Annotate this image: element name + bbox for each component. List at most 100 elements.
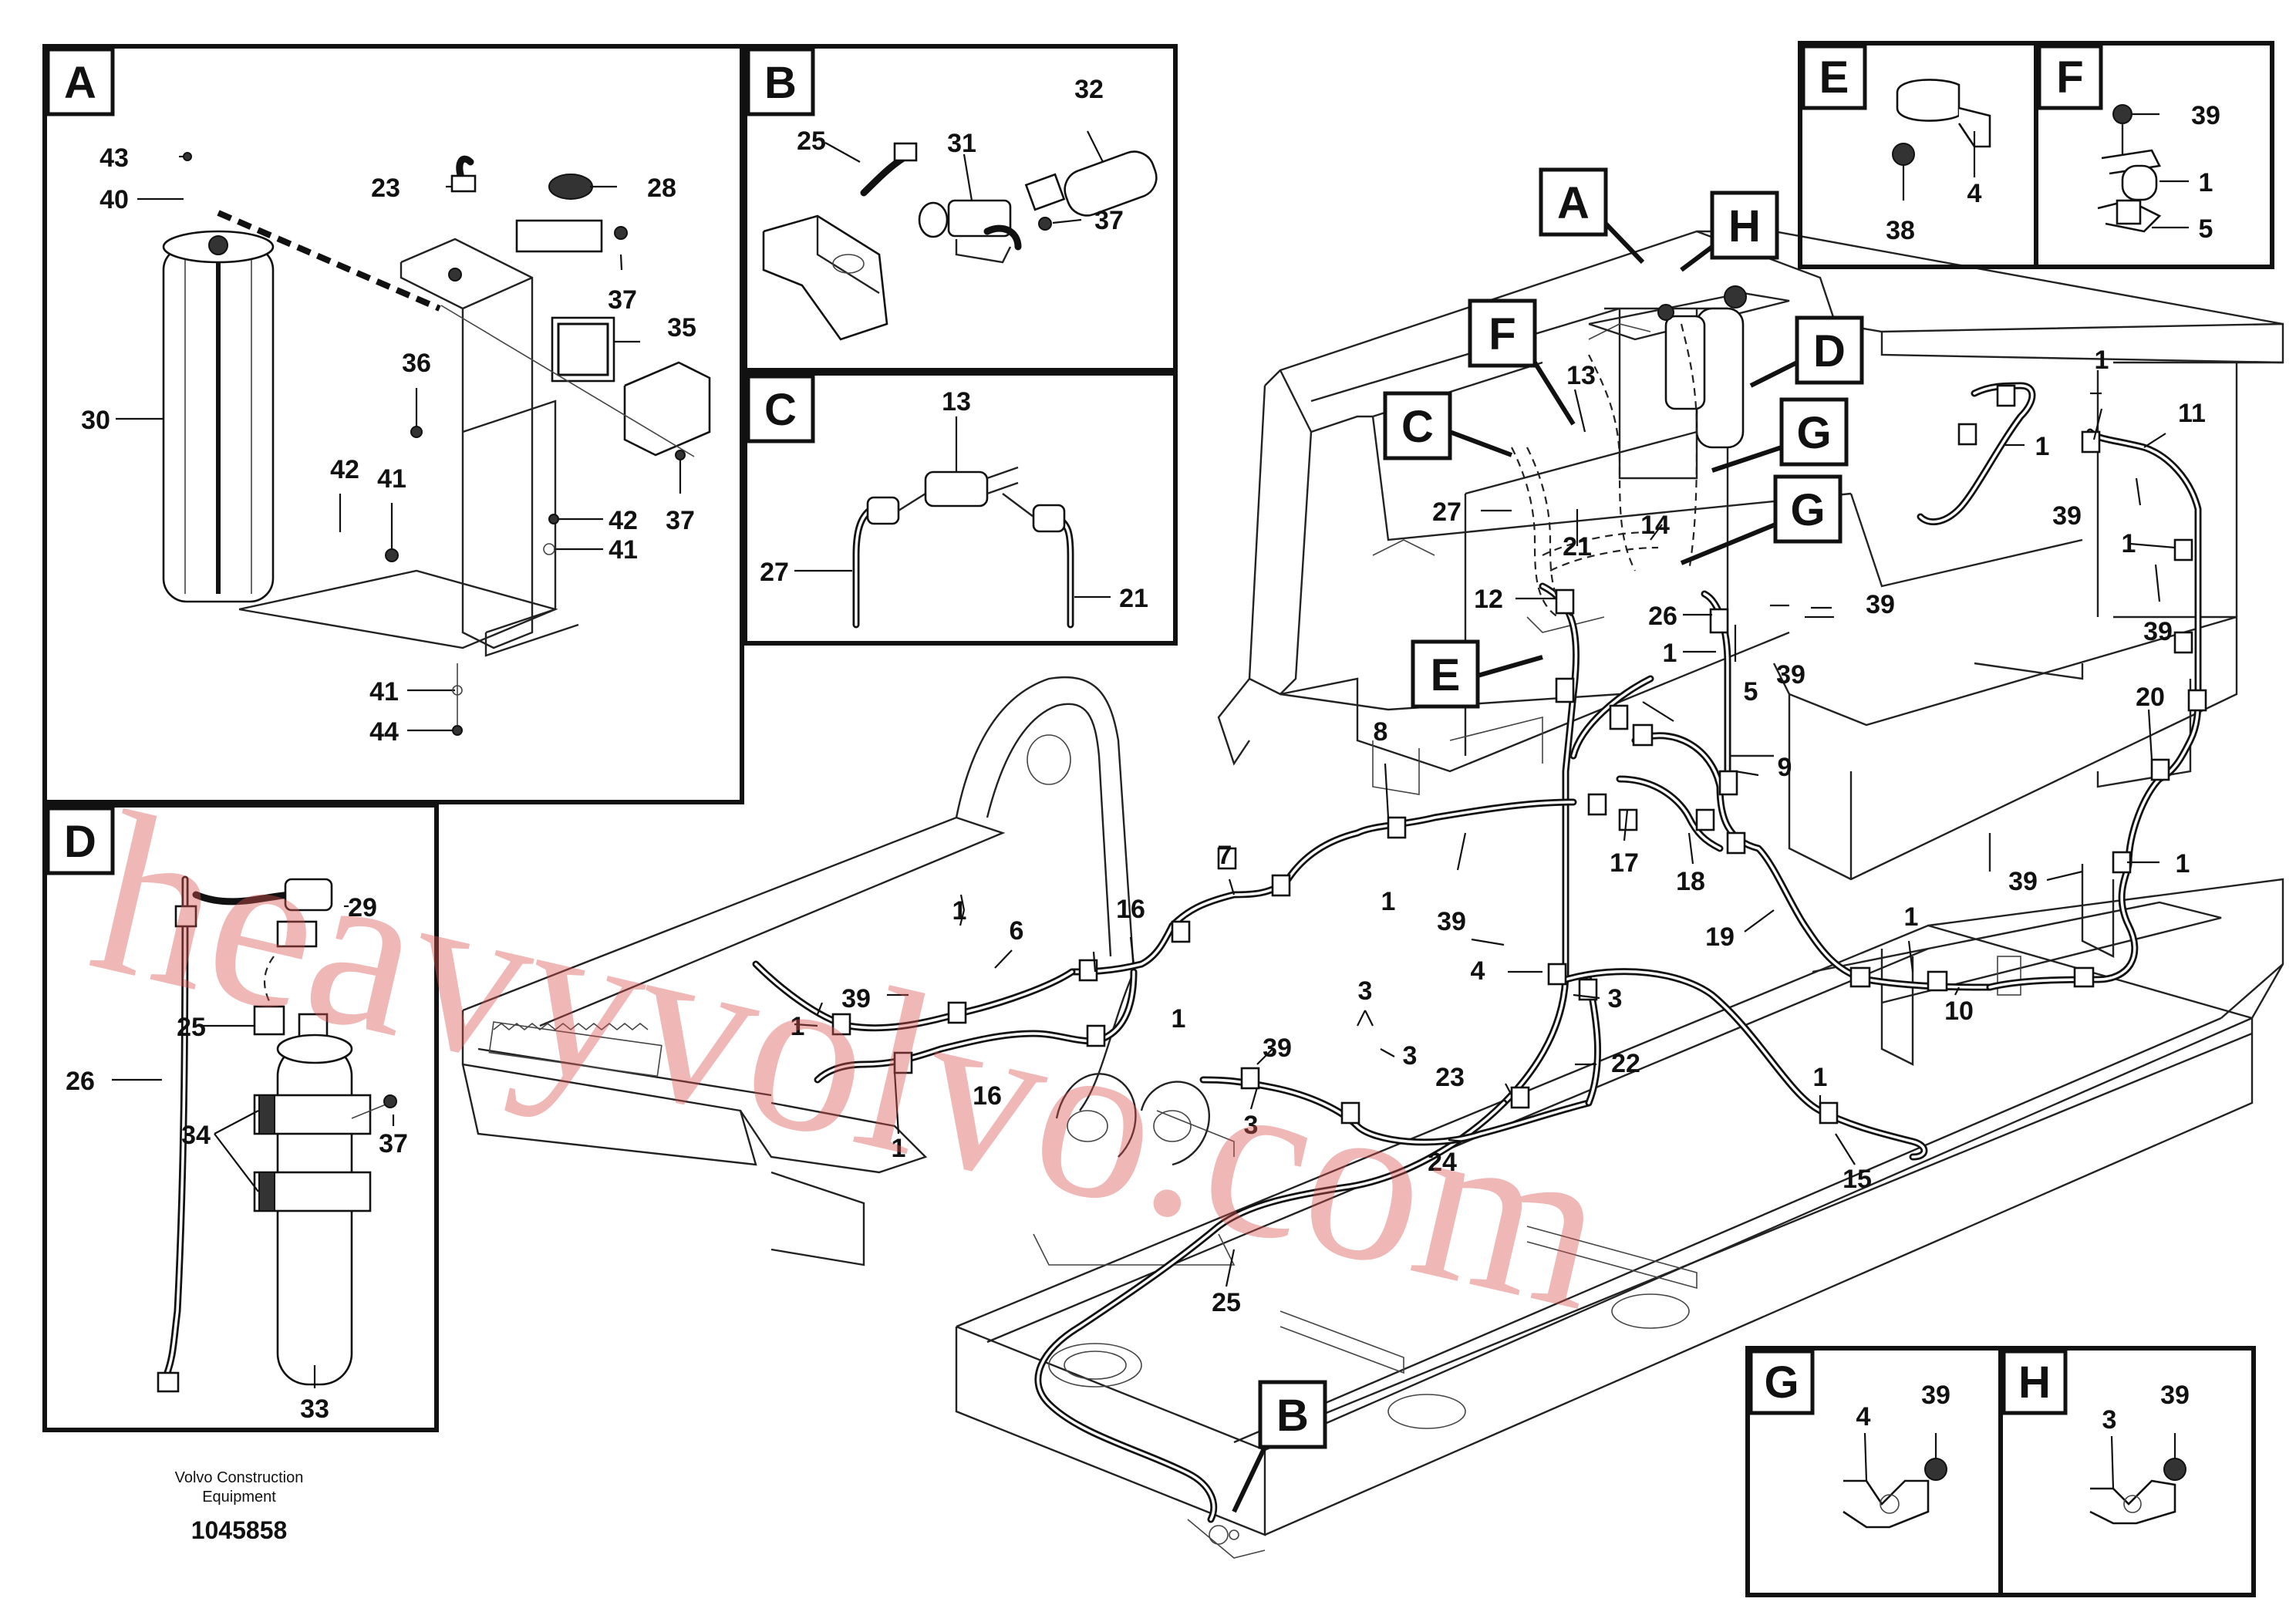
- part-label: 3: [1608, 984, 1623, 1013]
- part-label: 3: [1244, 1111, 1259, 1140]
- inset-g-letter: G: [1764, 1357, 1799, 1408]
- inset-d-label: 34: [181, 1121, 211, 1150]
- part-label: 14: [1640, 511, 1670, 540]
- inset-h-frame: [1998, 1346, 2256, 1597]
- inset-a-label: 37: [666, 506, 695, 535]
- inset-a-label: 41: [369, 677, 399, 706]
- svg-text:G: G: [1796, 408, 1831, 458]
- inset-b-label: 31: [947, 129, 976, 158]
- svg-text:H: H: [1728, 201, 1761, 251]
- callout-h: H: [1680, 191, 1779, 272]
- svg-text:E: E: [1431, 650, 1461, 700]
- part-label: 20: [2136, 683, 2165, 712]
- inset-h-label: 39: [2160, 1381, 2190, 1410]
- refrigerant-hoses: [752, 323, 2202, 1523]
- callout-c: C: [1383, 391, 1513, 460]
- inset-h-label: 3: [2102, 1405, 2117, 1435]
- part-label: 27: [1432, 497, 1462, 527]
- callout-g-lower: G: [1680, 474, 1843, 565]
- boom-bracket: [955, 676, 1211, 1166]
- callout-d: D: [1749, 315, 1864, 388]
- svg-text:A: A: [1557, 178, 1590, 228]
- callout-e: E: [1411, 639, 1543, 709]
- svg-text:D: D: [1813, 326, 1846, 376]
- part-label: 1: [1904, 902, 1919, 932]
- company-name-line1: Volvo Construction: [175, 1469, 304, 1486]
- inset-a-label: 28: [647, 174, 676, 203]
- inset-b-letter: B: [764, 58, 797, 108]
- footer: Volvo Construction Equipment 1045858: [175, 1469, 304, 1544]
- part-label: 16: [1116, 895, 1145, 924]
- inset-g: G 4 39: [1745, 1346, 2003, 1597]
- inset-h: H 3 39: [1998, 1346, 2256, 1597]
- inset-a-label: 42: [330, 455, 359, 484]
- inset-a-label: 40: [99, 185, 129, 214]
- part-label: 23: [1435, 1063, 1465, 1092]
- inset-b-frame: [743, 44, 1178, 373]
- inset-f-label: 5: [2199, 214, 2213, 244]
- main-callouts: A H F D C G G: [1232, 167, 1864, 1513]
- inset-e-letter: E: [1819, 52, 1849, 103]
- inset-d-label: 37: [379, 1129, 408, 1158]
- undercarriage-frame: [461, 816, 2284, 1559]
- inset-g-label: 4: [1856, 1402, 1871, 1431]
- inset-f-frame: [2034, 41, 2274, 269]
- part-label: 39: [1263, 1034, 1292, 1063]
- part-label: 7: [1218, 841, 1232, 870]
- inset-c-letter: C: [764, 385, 797, 435]
- part-label: 21: [1563, 532, 1592, 561]
- inset-d-label: 29: [348, 893, 377, 922]
- inset-e-label: 38: [1886, 216, 1915, 245]
- inset-c-label: 13: [942, 387, 971, 416]
- part-label: 11: [2178, 399, 2206, 428]
- part-label: 18: [1676, 867, 1705, 896]
- receiver-drier-assembly: [1588, 285, 1790, 449]
- company-name-line2: Equipment: [202, 1489, 276, 1506]
- inset-d: D 29 25 26 34 37 33: [42, 803, 439, 1432]
- inset-e: E 4 38: [1798, 41, 2038, 269]
- part-label: 39: [2008, 867, 2038, 896]
- inset-a: A: [42, 44, 744, 804]
- part-label: 1: [1381, 887, 1396, 916]
- inset-c: C 13 27 21: [743, 371, 1178, 646]
- part-label: 19: [1705, 922, 1735, 952]
- inset-d-letter: D: [64, 817, 96, 867]
- callout-f: F: [1468, 298, 1576, 426]
- callout-a: A: [1539, 167, 1645, 265]
- inset-a-label: 37: [608, 285, 637, 315]
- part-label: 24: [1428, 1148, 1457, 1177]
- part-label: 22: [1611, 1049, 1640, 1078]
- inset-a-label: 43: [99, 143, 129, 173]
- part-label: 12: [1474, 585, 1503, 614]
- part-label: 1: [1172, 1004, 1186, 1034]
- svg-text:G: G: [1790, 485, 1825, 535]
- inset-b-label: 25: [797, 126, 826, 156]
- inset-a-label: 35: [667, 313, 696, 342]
- part-label: 1: [2035, 432, 2050, 461]
- part-label: 25: [1212, 1288, 1241, 1317]
- part-label: 1: [1813, 1063, 1828, 1092]
- inset-a-label: 41: [609, 535, 638, 565]
- part-label: 16: [973, 1081, 1002, 1111]
- part-label: 39: [2143, 617, 2173, 646]
- part-label: 1: [952, 896, 967, 926]
- inset-d-label: 26: [66, 1067, 95, 1096]
- inset-f-label: 39: [2191, 101, 2220, 130]
- part-label: 4: [1471, 956, 1485, 986]
- inset-b-label: 37: [1094, 206, 1124, 235]
- part-label: 39: [2052, 501, 2082, 531]
- callout-g-upper: G: [1711, 397, 1849, 473]
- part-label: 39: [1776, 660, 1805, 690]
- inset-a-label: 36: [402, 349, 431, 378]
- svg-text:B: B: [1276, 1391, 1309, 1441]
- inset-d-frame: [42, 803, 439, 1432]
- part-label: 5: [1744, 677, 1758, 706]
- inset-b: B 32 25 31 37: [743, 44, 1178, 373]
- part-label: 39: [1866, 590, 1895, 619]
- part-label: 1: [892, 1134, 906, 1163]
- inset-c-label: 21: [1119, 584, 1148, 613]
- inset-a-label: 30: [81, 406, 110, 435]
- part-label: 3: [1403, 1041, 1418, 1071]
- inset-c-frame: [743, 371, 1178, 646]
- inset-b-label: 32: [1074, 75, 1104, 104]
